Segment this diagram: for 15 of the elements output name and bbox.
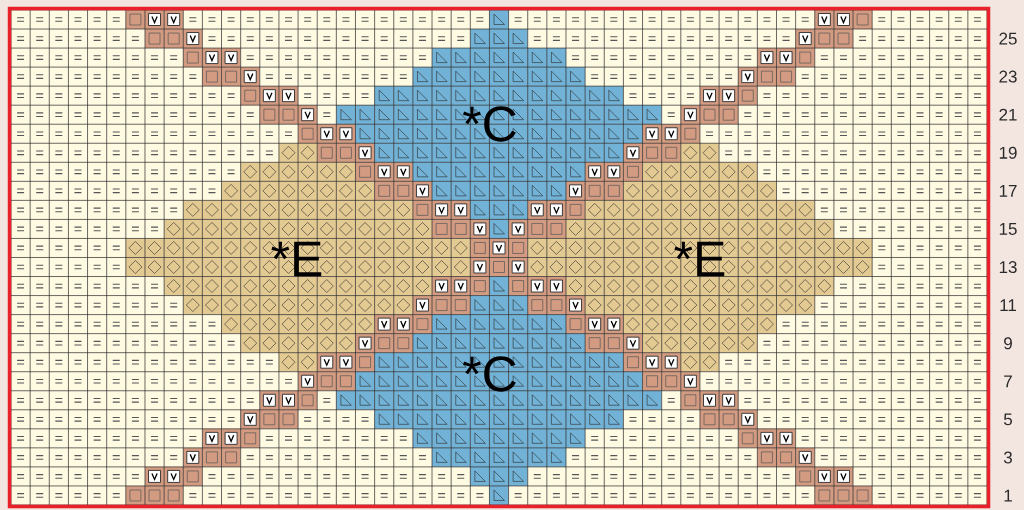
- row-number: 3: [1003, 451, 1012, 464]
- row-number: 1: [1004, 489, 1012, 502]
- row-number: 5: [1003, 413, 1012, 426]
- chart-marker: *C: [463, 356, 516, 392]
- row-number: 7: [1004, 375, 1012, 388]
- row-number: 9: [1004, 337, 1012, 350]
- row-number: 11: [1000, 299, 1016, 312]
- row-number: 15: [999, 223, 1017, 235]
- row-number: 13: [999, 261, 1017, 274]
- row-number: 19: [999, 146, 1017, 159]
- row-number: 25: [999, 32, 1017, 45]
- row-number: 23: [999, 70, 1017, 83]
- row-number: 21: [999, 108, 1017, 121]
- row-number: 17: [999, 185, 1017, 197]
- chart-marker: *C: [463, 106, 516, 142]
